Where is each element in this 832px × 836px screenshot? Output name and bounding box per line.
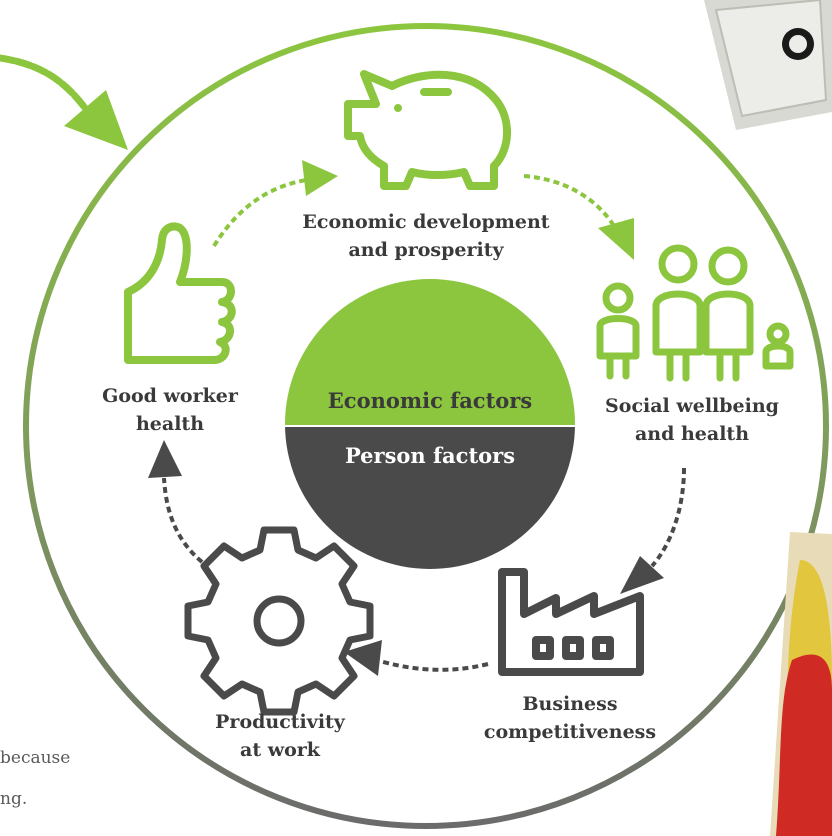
person-factors-label: Person factors [345, 443, 515, 468]
piggy-bank-icon [344, 70, 512, 190]
worker-label-line1: Good worker [102, 385, 239, 407]
arrow-social-to-business [620, 467, 686, 594]
incoming-arrow [0, 54, 128, 150]
social-label-line2: and health [635, 423, 749, 445]
gear-icon [184, 526, 374, 716]
photo-thumbnail-top [704, 0, 832, 130]
node-economic-label: Economic development and prosperity [302, 211, 549, 261]
cropped-body-text-line1: because [0, 748, 71, 768]
photo-thumbnail-bottom [770, 532, 832, 836]
node-business-label: Business competitiveness [484, 693, 656, 743]
node-social-label: Social wellbeing and health [605, 395, 779, 445]
factory-icon [498, 568, 644, 676]
thumbs-up-icon [124, 222, 236, 364]
node-productivity-label: Productivity at work [215, 711, 346, 761]
economic-label-line1: Economic development [302, 211, 549, 233]
cropped-body-text-line2: ng. [0, 789, 28, 809]
productivity-label-line2: at work [240, 739, 321, 761]
economic-factors-label: Economic factors [328, 388, 532, 413]
economic-label-line2: and prosperity [348, 239, 504, 261]
arrow-economic-to-social [523, 174, 634, 260]
outer-ring [23, 23, 829, 829]
productivity-label-line1: Productivity [215, 711, 346, 733]
family-icon [596, 244, 794, 382]
center-circle [285, 279, 575, 569]
node-worker-label: Good worker health [102, 385, 239, 435]
social-label-line1: Social wellbeing [605, 395, 779, 417]
arrow-business-to-productivity [344, 640, 489, 676]
piggy-eye [394, 104, 402, 112]
business-label-line2: competitiveness [484, 721, 656, 743]
arrow-worker-to-economic [212, 160, 338, 248]
business-label-line1: Business [522, 693, 617, 715]
worker-label-line2: health [136, 413, 204, 435]
arrow-productivity-to-worker [148, 440, 204, 564]
